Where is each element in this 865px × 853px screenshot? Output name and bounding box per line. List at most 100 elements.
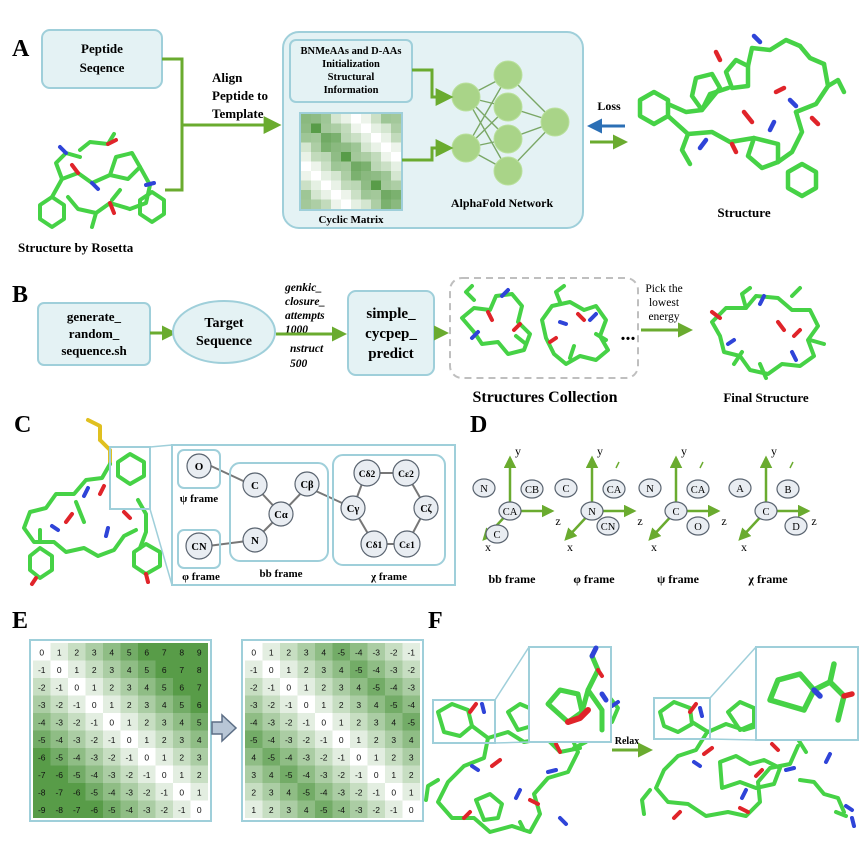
- frame-origin-atom-label: N: [588, 507, 596, 518]
- atom-cn-label: CN: [191, 542, 207, 553]
- matrix-value: 0: [39, 647, 44, 657]
- matrix-cell: [33, 643, 51, 661]
- matrix-cell: [50, 748, 68, 766]
- cyclic-matrix-cell: [381, 180, 391, 190]
- matrix-value: -5: [38, 735, 46, 745]
- matrix-value: 0: [339, 735, 344, 745]
- matrix-value: -2: [372, 805, 380, 815]
- matrix-cell: [103, 713, 121, 731]
- cyclic-matrix-cell: [351, 133, 361, 143]
- matrix-cell: [385, 695, 403, 713]
- frame-atom-b-label: B: [784, 485, 791, 496]
- matrix-value: 1: [127, 717, 132, 727]
- matrix-cell: [103, 695, 121, 713]
- atom-cd2-label: Cδ2: [359, 470, 376, 480]
- x-axis-label: x: [567, 540, 573, 554]
- cyclic-matrix-cell: [341, 142, 351, 152]
- matrix-cell: [33, 748, 51, 766]
- matrix-value: 3: [109, 665, 114, 675]
- matrix-value: -2: [302, 735, 310, 745]
- matrix-value: 7: [197, 682, 202, 692]
- final-structure: [710, 286, 826, 380]
- matrix-value: 0: [74, 682, 79, 692]
- cyclic-matrix-cell: [391, 123, 401, 133]
- axis-tick: [699, 461, 704, 469]
- matrix-value: 1: [144, 735, 149, 745]
- matrix-value: -3: [38, 700, 46, 710]
- collection-structure-2: [540, 284, 610, 366]
- cyclic-matrix-cell: [311, 180, 321, 190]
- matrix-value: -4: [302, 770, 310, 780]
- cyclic-matrix-label: Cyclic Matrix: [318, 214, 384, 226]
- panel-c: C: [14, 412, 456, 586]
- matrix-value: 4: [179, 717, 184, 727]
- matrix-cell: [50, 713, 68, 731]
- cyclic-matrix-cell: [391, 152, 401, 162]
- matrix-cell: [280, 730, 298, 748]
- predicted-structure: [637, 33, 847, 199]
- panel-e-label: E: [12, 608, 28, 634]
- matrix-cell: [85, 713, 103, 731]
- relaxed-zoom-box: [653, 697, 711, 740]
- atom-cd1: Cδ1: [360, 530, 388, 558]
- cyclic-matrix-cell: [361, 199, 371, 209]
- cyclic-matrix-cell: [321, 123, 331, 133]
- matrix-cell: [385, 678, 403, 696]
- matrix-value: 0: [409, 805, 414, 815]
- matrix-value: 2: [286, 647, 291, 657]
- axis-tick: [615, 461, 620, 469]
- matrix-cell: [297, 800, 315, 818]
- matrix-value: -3: [337, 787, 345, 797]
- matrix-cell: [120, 730, 138, 748]
- matrix-cell: [350, 695, 368, 713]
- matrix-value: 3: [391, 735, 396, 745]
- matrix-cell: [155, 678, 173, 696]
- matrix-cell: [190, 643, 208, 661]
- matrix-cell: [315, 783, 333, 801]
- cyclic-matrix-cell: [331, 199, 341, 209]
- matrix-cell: [33, 730, 51, 748]
- matrix-value: 4: [269, 770, 274, 780]
- matrix-value: -1: [267, 682, 275, 692]
- matrix-value: -3: [355, 805, 363, 815]
- matrix-value: -2: [320, 752, 328, 762]
- matrix-cell: [138, 730, 156, 748]
- frame-atom-a: [638, 478, 662, 498]
- peptide-label-2: Seqence: [80, 60, 125, 75]
- matrix-value: -2: [38, 682, 46, 692]
- matrix-cell: [262, 783, 280, 801]
- frame-atom-c: [596, 516, 620, 536]
- matrix-cell: [350, 713, 368, 731]
- matrix-cell: [245, 660, 263, 678]
- matrix-cell: [385, 765, 403, 783]
- cyclic-matrix-cell: [361, 152, 371, 162]
- cyclic-matrix-cell: [351, 161, 361, 171]
- pick-label-3: energy: [648, 311, 679, 323]
- matrix-value: 6: [197, 700, 202, 710]
- matrix-value: 2: [339, 700, 344, 710]
- matrix-cell: [350, 660, 368, 678]
- cyclic-matrix-cell: [371, 133, 381, 143]
- matrix-cell: [367, 660, 385, 678]
- gen-label-1: generate_: [67, 309, 122, 324]
- rosetta-caption: Structure by Rosetta: [18, 240, 134, 255]
- f-zoom-line-3: [709, 646, 757, 699]
- matrix-cell: [173, 730, 191, 748]
- matrix-cell: [315, 730, 333, 748]
- matrix-value: -3: [125, 787, 133, 797]
- target-label-1: Target: [204, 316, 243, 331]
- cyclic-matrix-cell: [361, 142, 371, 152]
- matrix-value: 1: [356, 735, 361, 745]
- cyclic-matrix-cell: [371, 190, 381, 200]
- x-axis-label: x: [741, 540, 747, 554]
- cyclic-matrix-cell: [381, 190, 391, 200]
- cyclic-matrix-cell: [331, 180, 341, 190]
- matrix-value: -2: [90, 735, 98, 745]
- frame-atom-c: [485, 524, 509, 544]
- matrix-cell: [402, 678, 420, 696]
- frame-caption: φ frame: [573, 572, 615, 586]
- connector-peptide: [162, 57, 184, 125]
- cyclic-matrix-cell: [381, 199, 391, 209]
- f-zoom-line-2: [494, 741, 530, 744]
